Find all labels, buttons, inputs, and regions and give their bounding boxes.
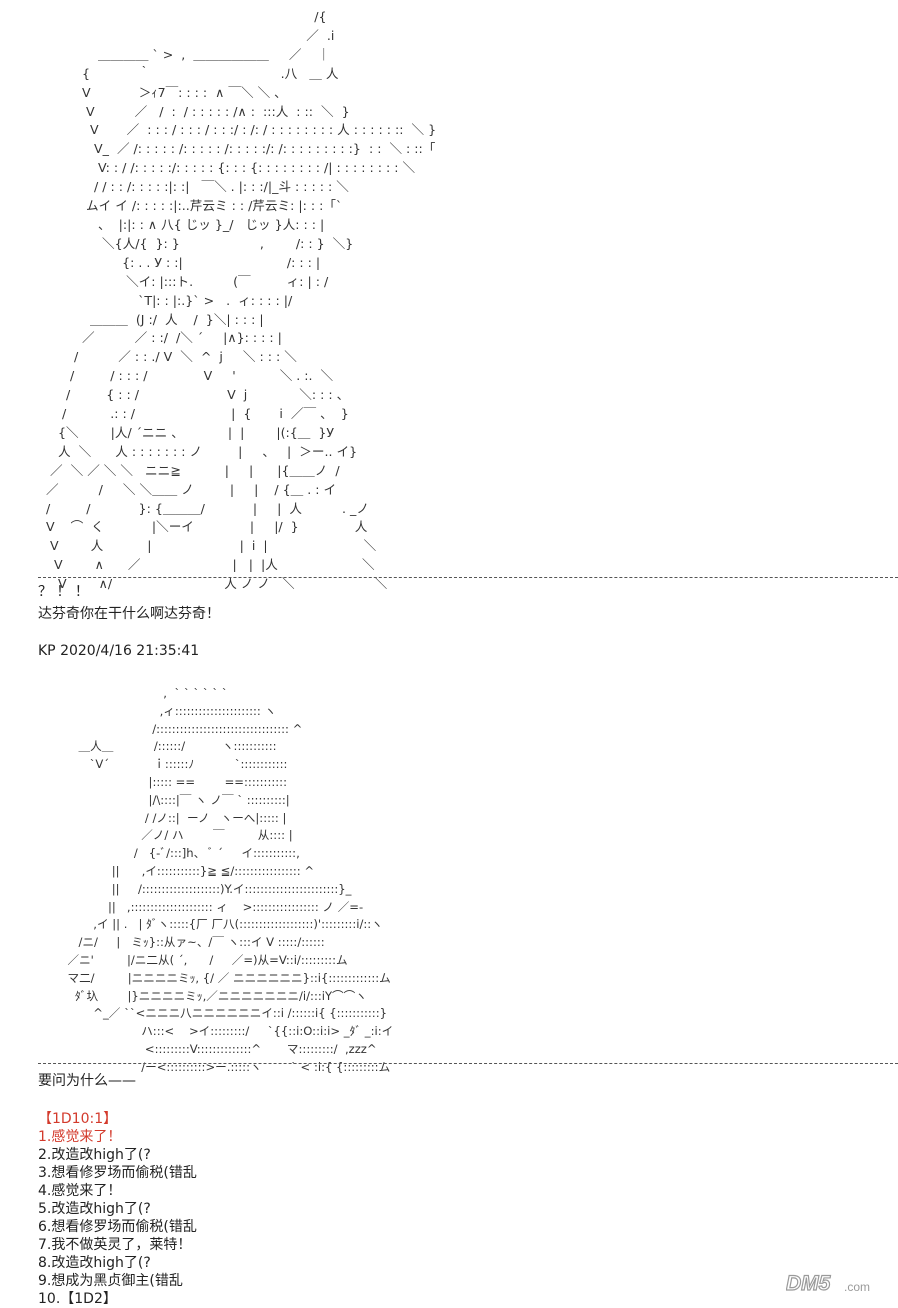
- ascii-art-illustration-bottom: , ` ` ` ` ` ` ,ィ:::::::::::::::::::::: ヽ…: [67, 686, 394, 1074]
- roll-option: 4.感觉来了！: [38, 1183, 122, 1199]
- roll-option: 2.改造改high了(?: [38, 1147, 151, 1163]
- roll-option: 7.我不做英灵了，莱特！: [38, 1237, 192, 1253]
- roll-option: 9.想成为黑贞御主(错乱: [38, 1273, 183, 1289]
- svg-text:.com: .com: [844, 1280, 870, 1294]
- divider-line: [38, 1063, 898, 1064]
- roll-option: 1.感觉来了！: [38, 1129, 122, 1145]
- roll-result-header: 【1D10:1】: [38, 1111, 118, 1127]
- dialogue-line: 达芬奇你在干什么啊达芬奇！: [38, 606, 220, 622]
- dice-roll-list: 【1D10:1】 1.感觉来了！ 2.改造改high了(? 3.想看修罗场而偷税…: [38, 1110, 197, 1308]
- divider-line: [38, 577, 898, 578]
- post-timestamp: KP 2020/4/16 21:35:41: [38, 643, 200, 659]
- roll-option: 5.改造改high了(?: [38, 1201, 151, 1217]
- ascii-art-illustration-top: /{ ／ .i ＿＿＿＿ ` > , ＿＿＿＿＿＿ ／ ｜ { ｀ .八 ＿ 人…: [46, 9, 437, 592]
- svg-text:DM5: DM5: [786, 1272, 831, 1294]
- question-line: 要问为什么——: [38, 1073, 136, 1089]
- exclamation-line: ？ ！ ！: [38, 584, 89, 600]
- roll-option: 3.想看修罗场而偷税(错乱: [38, 1165, 197, 1181]
- site-watermark-logo: DM5 .com: [786, 1272, 886, 1294]
- roll-option: 8.改造改high了(?: [38, 1255, 151, 1271]
- dm5-logo-icon: DM5 .com: [786, 1272, 870, 1294]
- roll-option: 10.【1D2】: [38, 1291, 117, 1307]
- roll-option: 6.想看修罗场而偷税(错乱: [38, 1219, 197, 1235]
